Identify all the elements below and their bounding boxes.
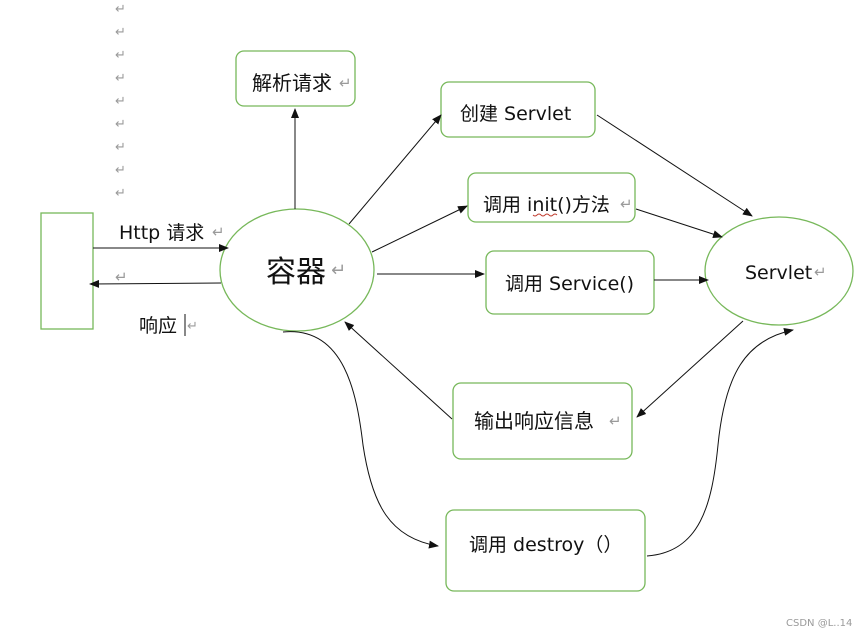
edge-destroy-to-servlet: [646, 327, 794, 557]
paragraph-mark: ↵: [620, 195, 633, 213]
watermark: CSDN @L..14: [786, 618, 852, 629]
init-method-label: 调用 init()方法: [483, 194, 610, 216]
create-servlet-label: 创建 Servlet: [460, 103, 571, 125]
response-label: 响应: [139, 315, 177, 337]
paragraph-marks-column: ↵ ↵ ↵ ↵ ↵ ↵ ↵ ↵ ↵: [115, 2, 126, 201]
edge-container-to-destroy: [282, 331, 439, 549]
client-box: [40, 212, 94, 330]
service-method-label: 调用 Service(): [505, 273, 634, 295]
paragraph-mark: ↵: [115, 2, 126, 17]
paragraph-mark: ↵: [115, 117, 126, 132]
paragraph-mark: ↵: [609, 412, 622, 430]
paragraph-mark: ↵: [115, 163, 126, 178]
edge-output-to-container: [344, 321, 453, 420]
container-label: 容器: [266, 255, 326, 290]
edge-response: [89, 279, 222, 288]
paragraph-mark: ↵: [115, 48, 126, 63]
output-response-label: 输出响应信息: [474, 409, 594, 433]
create-servlet-box: [440, 81, 596, 138]
paragraph-mark: ↵: [331, 260, 346, 281]
http-request-label: Http 请求: [119, 222, 204, 244]
servlet-label: Servlet: [745, 262, 812, 284]
parse-request-box: [235, 50, 356, 107]
paragraph-mark: ↵: [115, 140, 126, 155]
paragraph-mark: ↵: [212, 223, 225, 241]
edge-servlet-to-output: [636, 320, 744, 418]
init-method-box: [467, 172, 636, 223]
paragraph-mark: ↵: [115, 71, 126, 86]
servlet-ellipse: [704, 216, 854, 326]
destroy-method-box: [445, 509, 646, 592]
paragraph-mark: ↵: [115, 268, 128, 286]
paragraph-mark: ↵: [187, 319, 198, 334]
container-ellipse: [219, 208, 375, 332]
edge-create-to-servlet: [596, 114, 753, 217]
paragraph-mark: ↵: [115, 186, 126, 201]
spellcheck-underline: [532, 213, 558, 217]
edge-container-to-create: [348, 114, 442, 225]
output-response-box: [452, 382, 633, 460]
paragraph-mark: ↵: [115, 94, 126, 109]
paragraph-mark: ↵: [814, 263, 827, 281]
destroy-method-label: 调用 destroy（）: [469, 534, 622, 556]
edge-container-to-init: [371, 205, 468, 253]
paragraph-mark: ↵: [339, 74, 352, 92]
parse-request-label: 解析请求: [252, 71, 332, 95]
edge-init-to-servlet: [635, 208, 723, 239]
paragraph-mark: ↵: [115, 25, 126, 40]
edges: [89, 108, 794, 557]
service-method-box: [485, 250, 655, 315]
